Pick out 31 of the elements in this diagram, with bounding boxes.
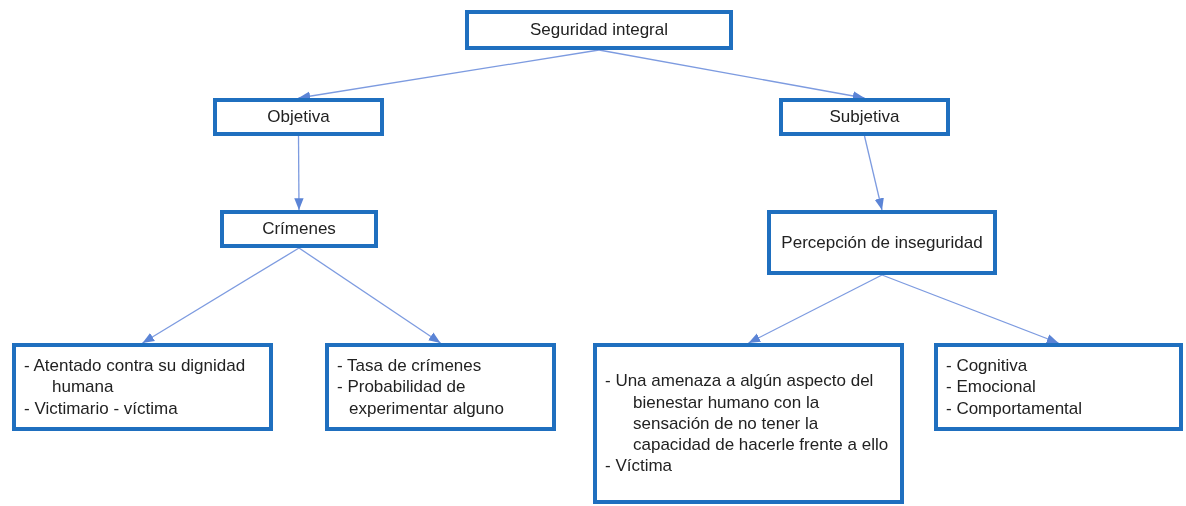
box-title: Percepción de inseguridad — [781, 232, 983, 253]
concept-box — [779, 98, 950, 136]
list-item: - Probabilidad de experimentar alguno — [337, 376, 505, 419]
list-box — [934, 343, 1183, 431]
list-item: - Victimario - víctima — [24, 397, 179, 419]
list-item: - Cognitiva — [946, 355, 1029, 377]
list-item: - Una amenaza a algún aspecto del bienestar humano con la sensación de no tener la capacidad de hacerle frente a ello — [605, 370, 890, 456]
concept-box — [465, 10, 733, 50]
list-box — [593, 343, 904, 504]
list-box — [325, 343, 556, 431]
arrow — [297, 49, 600, 101]
list-item: - Emocional — [946, 376, 1037, 398]
list-box — [12, 343, 273, 431]
concept-box — [220, 210, 378, 248]
arrow — [298, 247, 442, 344]
list-item: - Comportamental — [946, 397, 1084, 419]
list-item: - Tasa de crímenes — [337, 355, 483, 377]
box-title: Subjetiva — [829, 107, 900, 127]
arrow — [141, 247, 300, 344]
box-title: Objetiva — [267, 107, 330, 127]
arrow — [863, 135, 884, 211]
box-title: Seguridad integral — [530, 20, 668, 40]
arrow — [294, 135, 304, 211]
list-item: - Atentado contra su dignidad humana — [24, 355, 247, 398]
arrow — [747, 274, 883, 344]
list-item: - Víctima — [605, 455, 674, 477]
arrow — [598, 49, 866, 101]
concept-box — [213, 98, 384, 136]
concept-box — [767, 210, 997, 275]
arrow — [881, 274, 1060, 344]
box-title: Crímenes — [262, 219, 336, 239]
